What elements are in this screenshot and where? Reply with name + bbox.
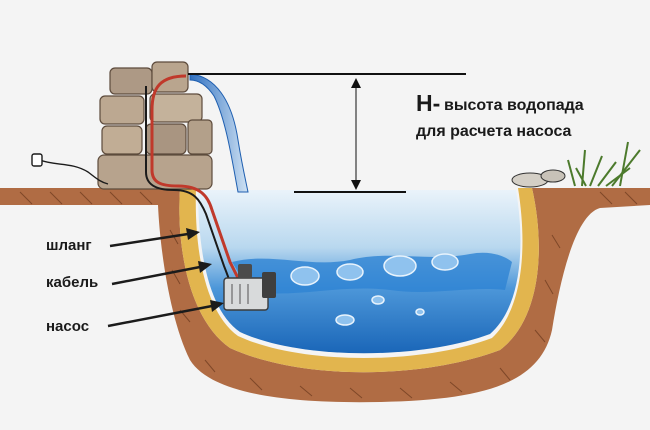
bank-rocks [511, 169, 566, 188]
height-measurement [188, 73, 466, 193]
arrow-cable-icon [198, 261, 212, 273]
cable-label: кабель [46, 274, 99, 291]
hose-line [150, 74, 240, 279]
height-symbol: H- [416, 90, 441, 116]
arrow-hose-icon [186, 228, 200, 240]
pump-label: насос [46, 318, 90, 335]
arrow-up-icon [351, 78, 361, 88]
arrow-down-icon [351, 180, 361, 190]
callout-arrows [107, 228, 224, 328]
hose-label: шланг [46, 237, 92, 254]
water-bubbles [290, 253, 459, 326]
waterfall-stream [189, 73, 249, 193]
grass [567, 141, 641, 187]
height-caption-line1: высота водопада [444, 97, 584, 114]
soil-layer [0, 188, 650, 403]
height-caption-line2: для расчета насоса [416, 123, 572, 140]
pump [223, 264, 276, 311]
soil-texture [19, 191, 638, 399]
stone-waterfall [97, 61, 213, 190]
arrow-pump-icon [210, 300, 224, 312]
power-cord [31, 153, 109, 185]
